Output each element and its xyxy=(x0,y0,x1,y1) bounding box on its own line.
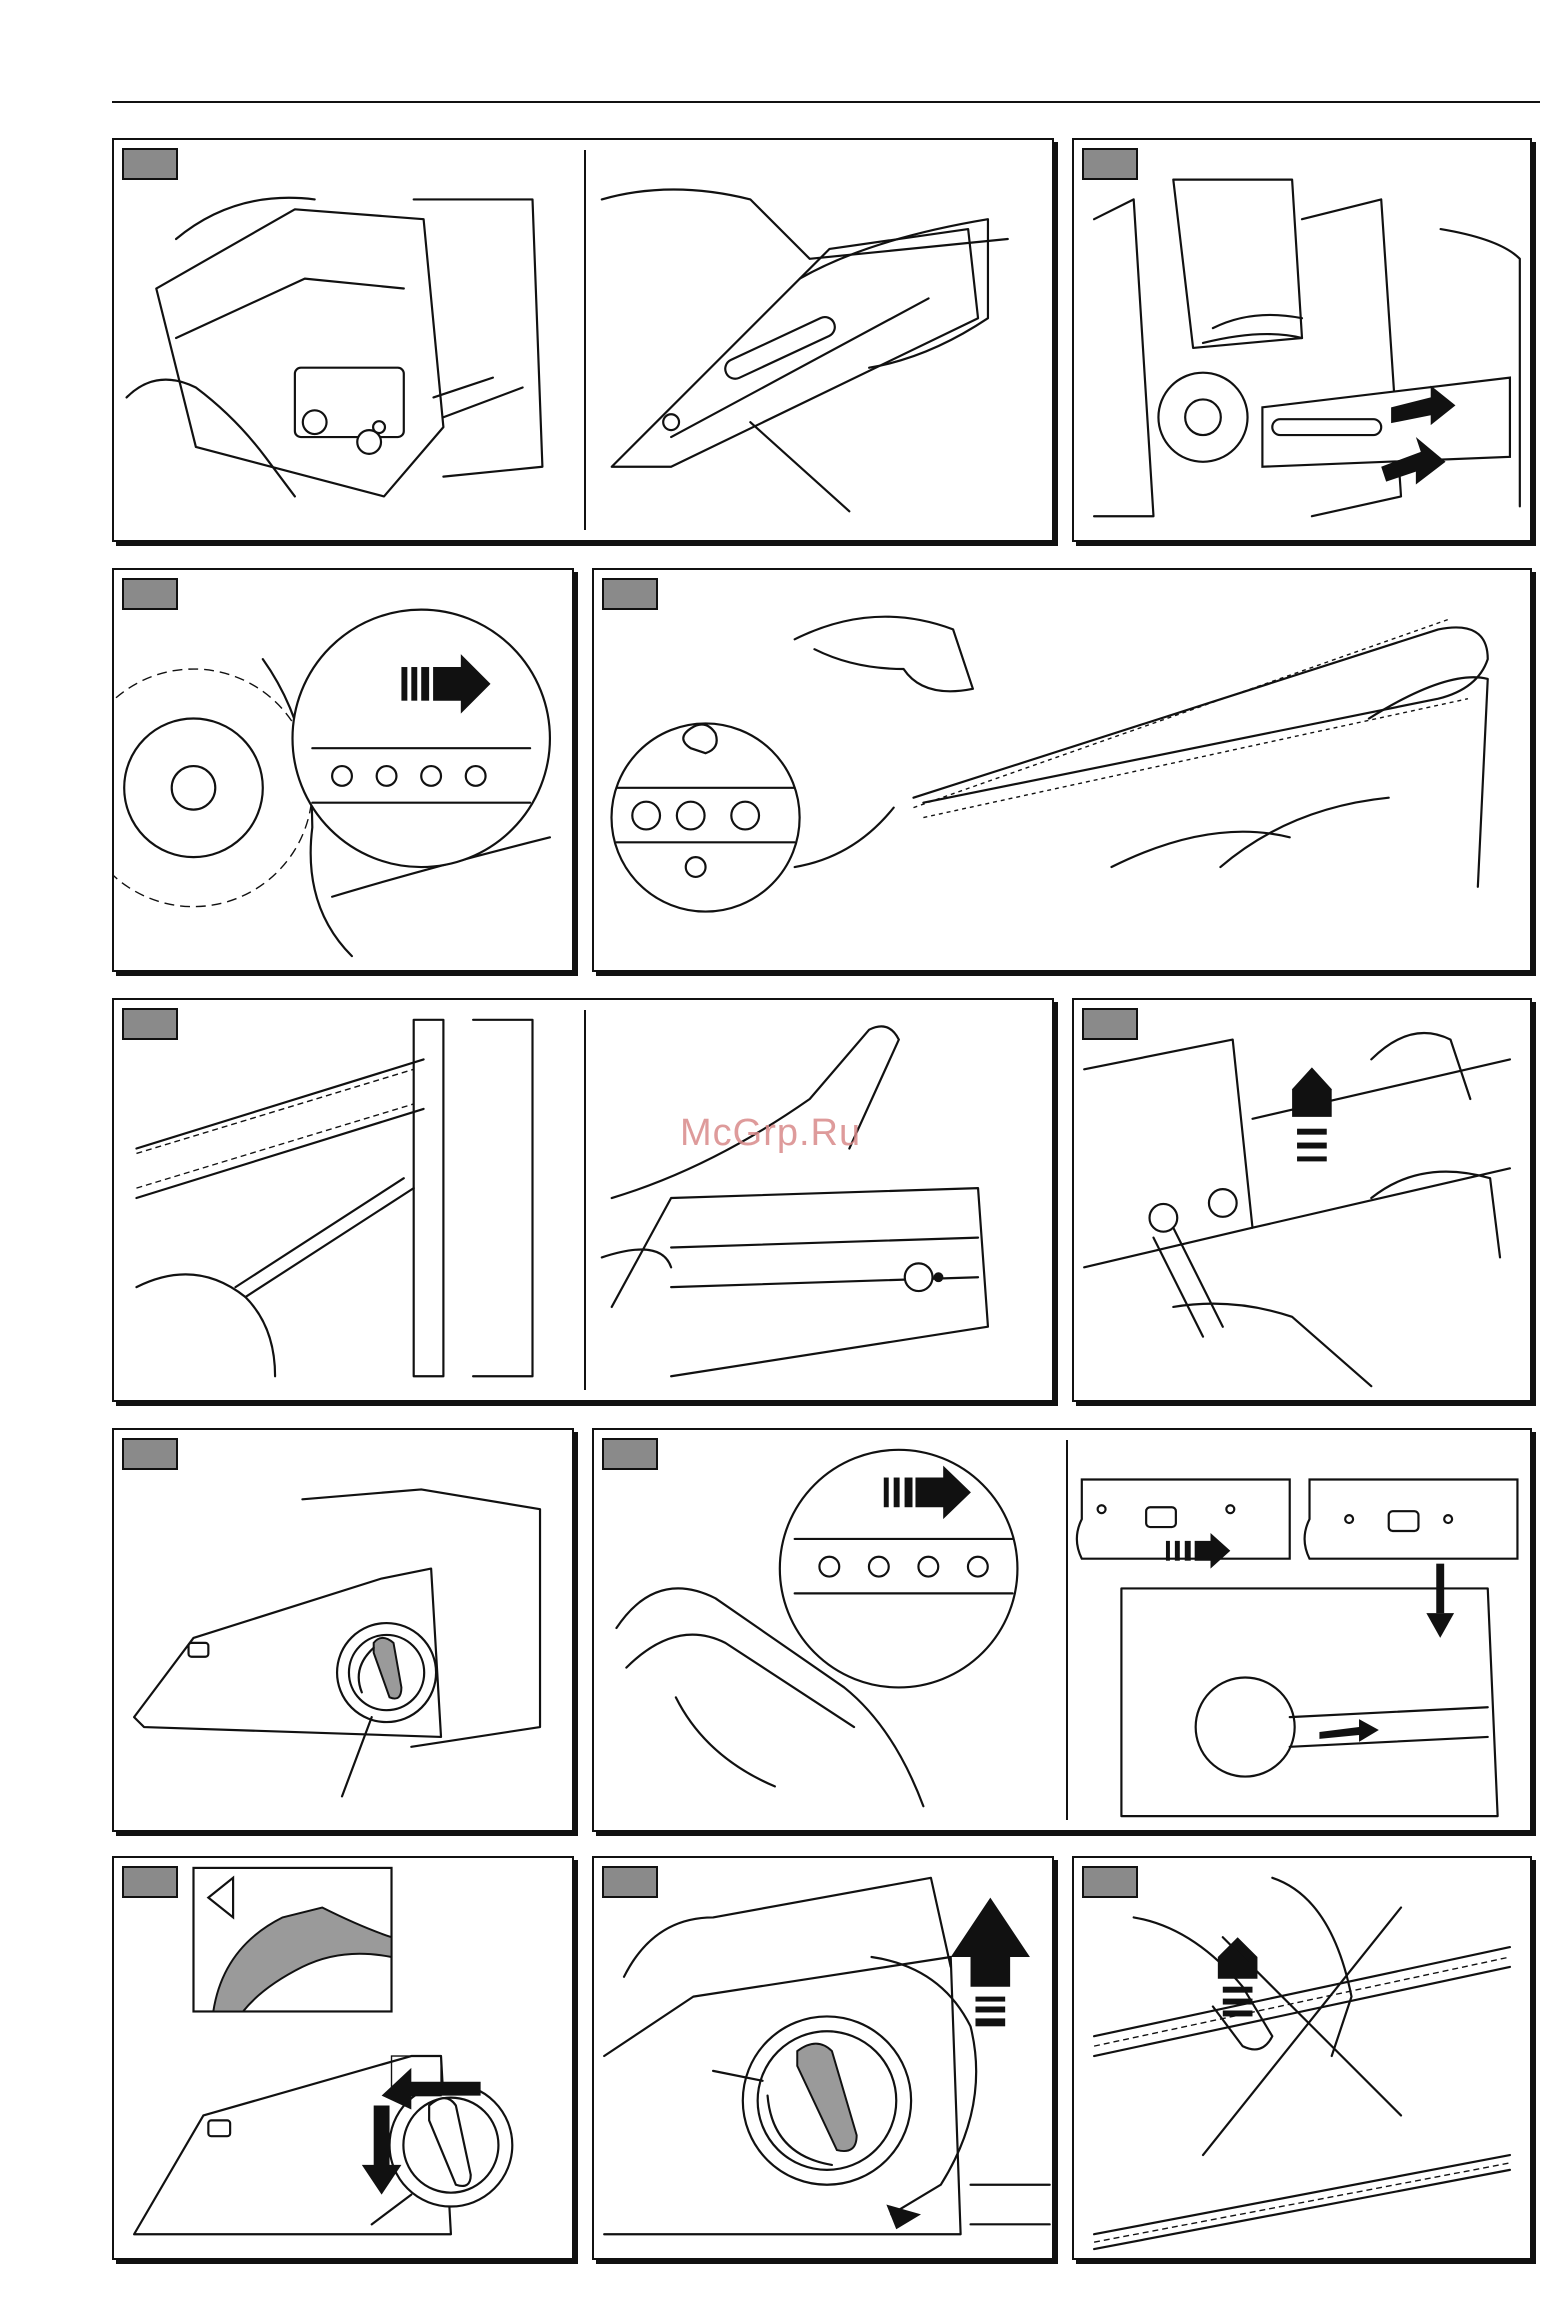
chain-bar-illustration xyxy=(594,1430,1530,1830)
rotate-wheel-illustration xyxy=(594,1858,1052,2258)
panel-incorrect-chain-lift xyxy=(1072,1856,1532,2260)
panel-tension-wheel-detail xyxy=(112,1856,574,2260)
clutch-cover-illustration xyxy=(114,140,1052,540)
watermark-text: McGrp.Ru xyxy=(680,1112,861,1155)
panel-remove-clutch-cover xyxy=(112,138,1054,542)
panel-tighten-bar-nuts xyxy=(1072,998,1532,1402)
tension-wheel-detail-illustration xyxy=(114,1858,572,2258)
panel-tensioning-wheel-cover xyxy=(112,1428,574,1832)
panel-fit-chain-direction xyxy=(112,568,574,972)
sprocket-illustration xyxy=(1074,140,1530,540)
tension-wheel-cover-illustration xyxy=(114,1430,572,1830)
tension-screw-illustration xyxy=(114,1000,1052,1400)
panel-bar-and-sprocket xyxy=(1072,138,1532,542)
bar-nuts-illustration xyxy=(1074,1000,1530,1400)
incorrect-lift-illustration xyxy=(1074,1858,1530,2258)
bar-chain-illustration xyxy=(594,570,1530,970)
panel-fit-bar-and-chain xyxy=(592,568,1532,972)
panel-adjust-screw-tension xyxy=(112,998,1054,1402)
panel-rotate-tension-wheel xyxy=(592,1856,1054,2260)
header-rule xyxy=(112,101,1540,103)
chain-direction-illustration xyxy=(114,570,572,970)
panel-chain-direction-and-bar xyxy=(592,1428,1532,1832)
